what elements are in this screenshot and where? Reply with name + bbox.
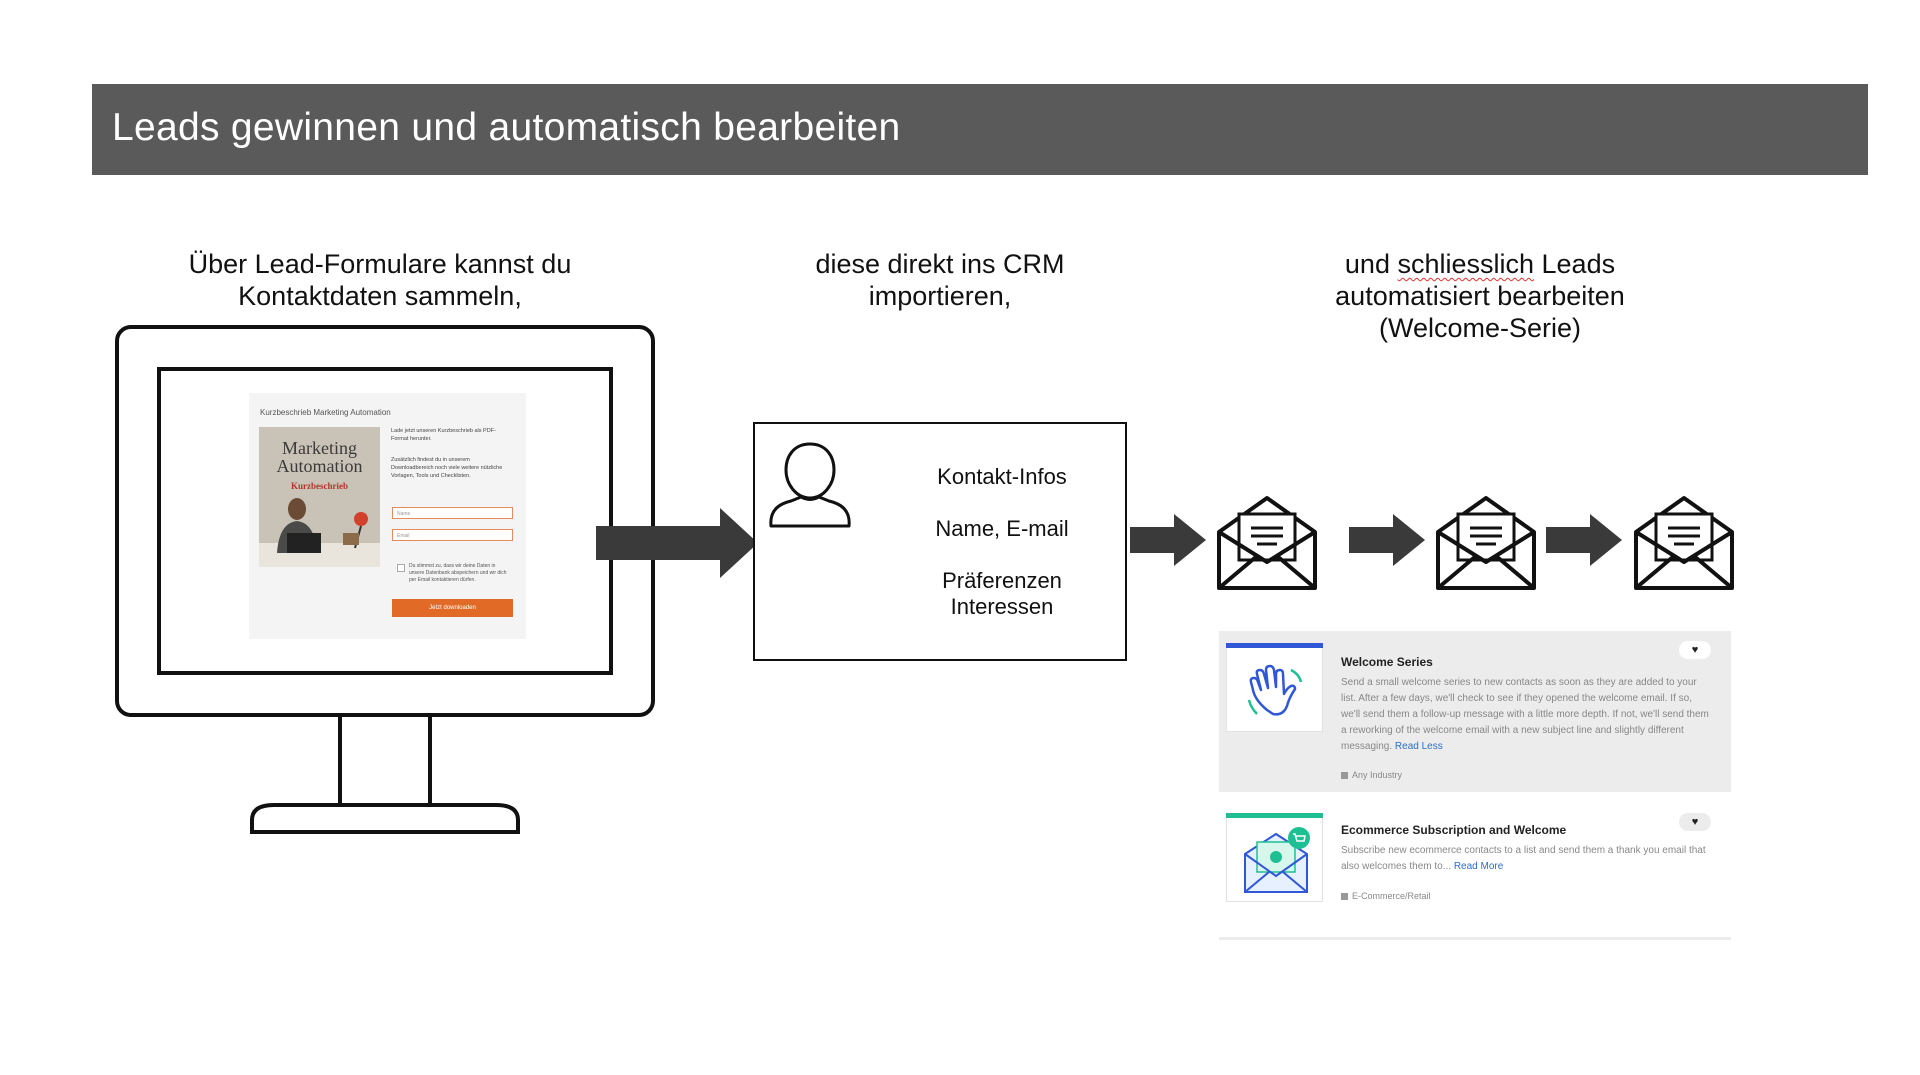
industry-icon (1341, 772, 1348, 779)
workflow-thumbnail (1226, 813, 1323, 902)
step-1-caption: Über Lead-Formulare kannst du Kontaktdat… (130, 248, 630, 312)
favorite-heart-button[interactable]: ♥ (1679, 813, 1711, 831)
cover-subtitle: Kurzbeschrieb (291, 481, 348, 491)
step-2-line-1: diese direkt ins CRM (815, 249, 1065, 279)
crm-line-contact-info: Kontakt-Infos (937, 464, 1067, 489)
waving-hand-icon (1247, 664, 1303, 716)
arrow-right-icon (1130, 514, 1206, 566)
step-2-line-2: importieren, (868, 281, 1012, 311)
step-3-line-2: automatisiert bearbeiten (1335, 281, 1625, 311)
envelope-icon (1436, 496, 1536, 590)
favorite-heart-button[interactable]: ♥ (1679, 641, 1711, 659)
workflow-thumbnail (1226, 643, 1323, 732)
thumbnail-accent-bar (1226, 813, 1323, 818)
landing-page-extra: Zusätzlich findest du in unserem Downloa… (391, 457, 503, 479)
ebook-cover: Marketing Automation Kurzbeschrieb (259, 427, 380, 567)
workflow-title[interactable]: Welcome Series (1341, 655, 1433, 669)
landing-page-intro: Lade jetzt unseren Kurzbeschrieb als PDF… (391, 428, 496, 442)
crm-line-preferences: Präferenzen (942, 568, 1062, 593)
workflow-card-ecommerce[interactable]: Ecommerce Subscription and Welcome Subsc… (1219, 805, 1731, 940)
envelope-icon (1217, 496, 1317, 590)
step-3-line-1: und schliesslich Leads (1344, 249, 1616, 279)
woman-laptop-photo (259, 493, 380, 567)
workflow-title[interactable]: Ecommerce Subscription and Welcome (1341, 823, 1567, 837)
industry-icon (1341, 893, 1348, 900)
consent-text: Du stimmst zu, dass wir deine Daten in u… (409, 563, 507, 583)
workflow-description: Send a small welcome series to new conta… (1341, 677, 1709, 752)
read-more-link[interactable]: Read More (1453, 861, 1504, 872)
cover-title: Marketing Automation (276, 438, 363, 476)
shopping-cart-envelope-icon (1244, 827, 1310, 893)
user-icon (769, 442, 851, 528)
crm-line-interests: Interessen (950, 594, 1054, 619)
crm-contact-card: Kontakt-Infos Name, E-mail Präferenzen I… (753, 422, 1127, 661)
thumbnail-accent-bar (1226, 643, 1323, 648)
workflow-description: Subscribe new ecommerce contacts to a li… (1341, 845, 1706, 872)
arrow-right-icon (1349, 514, 1425, 566)
email-sequence (1130, 496, 1734, 590)
workflow-industry-tag: E-Commerce/Retail (1341, 891, 1431, 901)
step-3-line-3: (Welcome-Serie) (1378, 313, 1582, 343)
divider (1219, 937, 1731, 940)
step-2-caption: diese direkt ins CRM importieren, (740, 248, 1140, 312)
download-button[interactable]: Jetzt downloaden (392, 599, 513, 617)
arrow-right-icon (1546, 514, 1622, 566)
landing-page-preview: Kurzbeschrieb Marketing Automation Marke… (249, 393, 526, 639)
name-input[interactable]: Name (392, 507, 513, 519)
workflow-card-welcome-series[interactable]: Welcome Series Send a small welcome seri… (1219, 631, 1731, 792)
step-1-line-2: Kontaktdaten sammeln, (238, 281, 522, 311)
step-3-caption: und schliesslich Leads automatisiert bea… (1280, 248, 1680, 344)
header-bar: Leads gewinnen und automatisch bearbeite… (92, 84, 1868, 175)
consent-checkbox[interactable] (397, 564, 405, 572)
page-title: Leads gewinnen und automatisch bearbeite… (112, 106, 901, 149)
arrow-right-icon (596, 508, 758, 578)
landing-page-title: Kurzbeschrieb Marketing Automation (260, 408, 391, 417)
envelope-icon (1634, 496, 1734, 590)
email-input[interactable]: Email (392, 529, 513, 541)
step-1-line-1: Über Lead-Formulare kannst du (188, 249, 572, 279)
workflow-industry-tag: Any Industry (1341, 770, 1402, 780)
read-less-link[interactable]: Read Less (1394, 741, 1443, 752)
crm-line-name-email: Name, E-mail (935, 516, 1069, 541)
